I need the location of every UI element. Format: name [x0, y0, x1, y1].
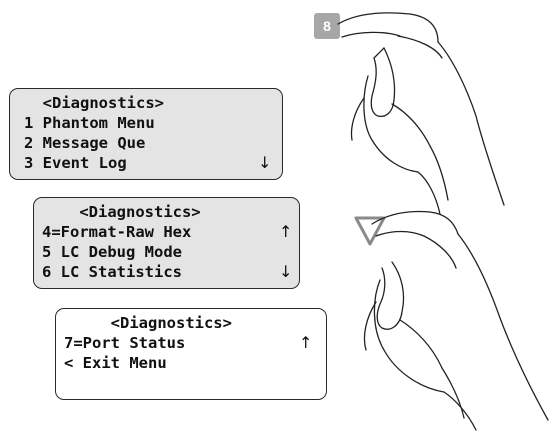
lcd-screen-2: <Diagnostics> 4=Format-Raw Hex 5 LC Debu… [33, 197, 300, 289]
lcd-2-line-1: 4=Format-Raw Hex [42, 223, 192, 241]
lcd-2-title: <Diagnostics> [42, 203, 201, 221]
upper-pressing-hand-icon [337, 12, 505, 215]
scroll-down-arrow-icon: ↓ [258, 153, 272, 172]
lcd-2-line-3: 6 LC Statistics [42, 263, 182, 281]
lcd-3-line-2: < Exit Menu [64, 354, 167, 372]
scroll-up-arrow-icon: ↑ [279, 222, 293, 241]
lower-pressing-hand-icon [363, 210, 549, 431]
lcd-2-line-2: 5 LC Debug Mode [42, 243, 182, 261]
lcd-1-title: <Diagnostics> [24, 94, 164, 112]
lcd-screen-3: <Diagnostics> 7=Port Status < Exit Menu … [55, 308, 327, 400]
lcd-1-line-2: 2 Message Que [24, 134, 146, 152]
lcd-1-line-1: 1 Phantom Menu [24, 114, 155, 132]
lcd-1-line-3: 3 Event Log [24, 154, 127, 172]
up-arrow-key-icon[interactable] [354, 216, 386, 246]
number-8-key[interactable]: 8 [314, 13, 340, 39]
lcd-screen-1: <Diagnostics> 1 Phantom Menu 2 Message Q… [9, 88, 283, 180]
scroll-up-arrow-icon: ↑ [299, 333, 313, 352]
lcd-3-title: <Diagnostics> [64, 314, 232, 332]
scroll-down-arrow-icon: ↓ [279, 262, 293, 281]
lcd-3-line-1: 7=Port Status [64, 334, 186, 352]
number-8-key-label: 8 [323, 18, 331, 34]
